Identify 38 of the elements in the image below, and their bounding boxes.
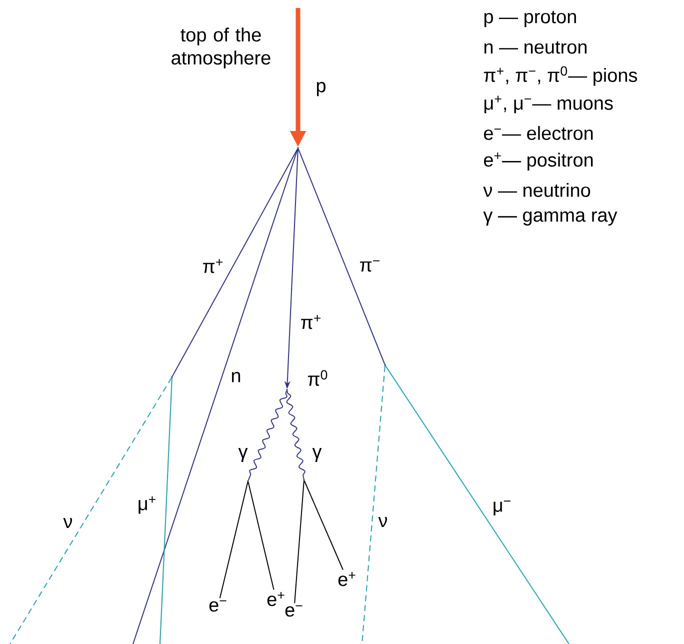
edge-label: π$^{+}$	[201, 258, 225, 274]
line	[304, 480, 344, 570]
edge-label: γ	[237, 447, 249, 463]
key-text: π$^{+}$, π$^{−}$, π$^{0}$— pions	[484, 66, 638, 86]
key-text: e$^{+}$— positron	[484, 152, 593, 170]
line	[248, 481, 274, 590]
line	[385, 365, 570, 644]
key-text: μ$^{+}$, μ$^{−}$— muons	[484, 96, 613, 114]
edge-label: ν	[62, 516, 74, 530]
wavy-line	[286, 390, 306, 480]
dashed-line	[10, 377, 172, 644]
line	[172, 148, 298, 377]
particle-label: e$^{+}$	[338, 572, 356, 586]
particle-label: π$^{0}$	[308, 370, 328, 386]
line	[294, 480, 304, 604]
edge-label: γ	[311, 447, 323, 463]
line	[219, 481, 248, 599]
edge-label: ν	[377, 516, 389, 528]
dashed-line	[362, 365, 386, 644]
line	[298, 148, 386, 365]
wavy-line	[248, 390, 288, 481]
edge-label: n	[230, 370, 242, 384]
edge-label: μ$^{−}$	[491, 500, 513, 516]
key-text: e$^{−}$— electron	[484, 126, 593, 140]
annotation-text: top of the atmosphere	[172, 28, 270, 68]
key-text: ν — neutrino	[483, 183, 590, 197]
key-text: p — proton	[484, 10, 576, 28]
particle-label: e$^{+}$	[267, 592, 284, 606]
key-text: n — neutron	[484, 41, 587, 54]
edge-label: π$^{−}$	[358, 259, 382, 273]
key-text: γ — gamma ray	[483, 211, 618, 226]
edge-label: p	[314, 80, 328, 98]
particle-label: e$^{−}$	[209, 600, 226, 612]
edge-label: μ$^{+}$	[136, 495, 158, 515]
line	[132, 148, 298, 644]
edge-label: π$^{+}$	[299, 314, 323, 330]
particle-label: e$^{−}$	[285, 605, 302, 617]
line	[160, 377, 172, 644]
